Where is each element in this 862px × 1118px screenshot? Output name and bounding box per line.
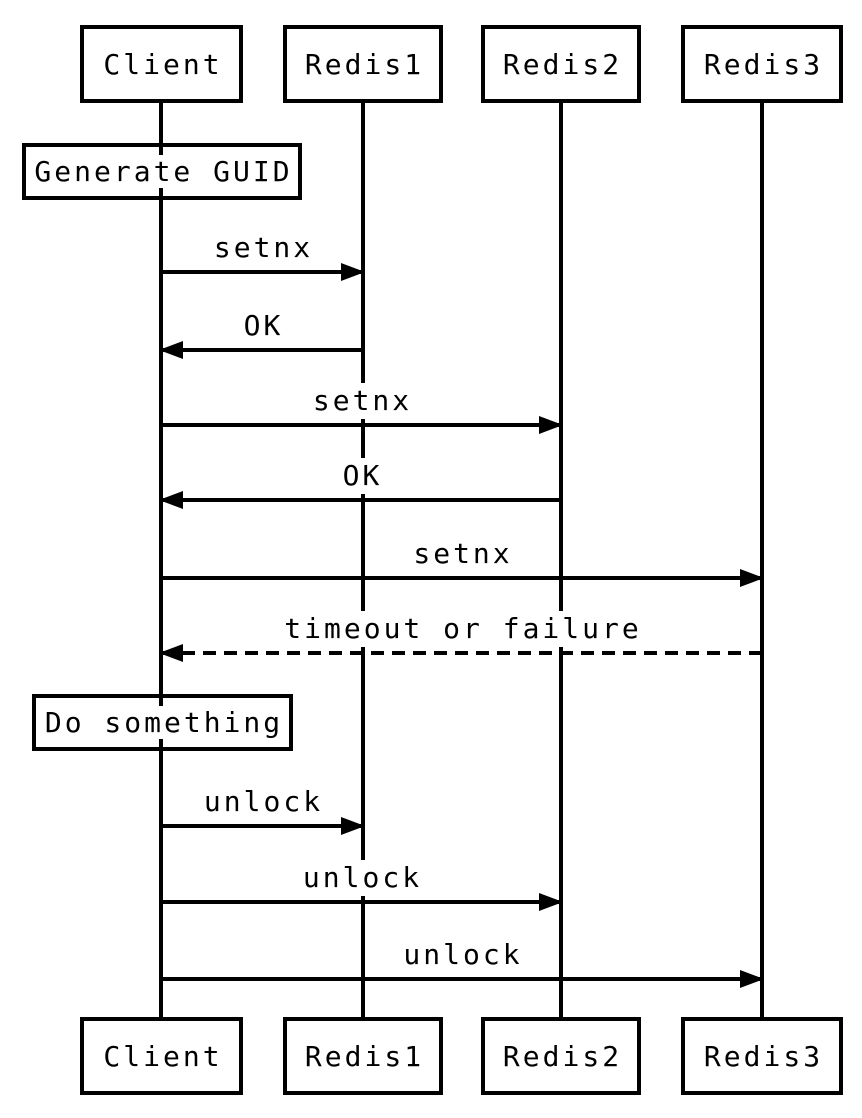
message-label: unlock [392, 937, 531, 973]
arrowhead-left-icon [159, 491, 183, 509]
message-label: timeout or failure [273, 611, 650, 647]
message-ok-redis2: OK [159, 458, 561, 509]
message-label: setnx [202, 230, 322, 266]
message-setnx-redis2: setnx [161, 383, 563, 434]
message-label: setnx [402, 536, 521, 572]
arrowhead-right-icon [341, 817, 365, 835]
actor-box-redis3-bottom: Redis3 [681, 1017, 843, 1095]
lifeline-redis3 [760, 103, 764, 1017]
arrow-line [161, 498, 561, 502]
note-text: Generate GUID [29, 155, 295, 188]
arrow-line [161, 824, 363, 828]
actor-box-redis2-top: Redis2 [481, 25, 641, 103]
message-label: OK [232, 308, 292, 344]
message-ok-redis1: OK [159, 308, 363, 359]
actor-box-redis1-bottom: Redis1 [283, 1017, 443, 1095]
arrowhead-right-icon [740, 569, 764, 587]
actor-box-redis1-top: Redis1 [283, 25, 443, 103]
message-setnx-redis1: setnx [161, 230, 365, 281]
arrowhead-right-icon [341, 263, 365, 281]
actor-box-client-top: Client [80, 25, 243, 103]
lifeline-client [159, 103, 163, 1017]
message-timeout-or-failure: timeout or failure [159, 611, 762, 662]
arrowhead-right-icon [740, 970, 764, 988]
arrow-line-dashed [161, 651, 762, 655]
message-setnx-redis3: setnx [161, 536, 764, 587]
lifeline-redis2 [559, 103, 563, 1017]
actor-box-redis3-top: Redis3 [681, 25, 843, 103]
arrow-line [161, 423, 561, 427]
arrowhead-left-icon [159, 644, 183, 662]
arrow-line [161, 900, 561, 904]
arrowhead-left-icon [159, 341, 183, 359]
arrowhead-right-icon [539, 416, 563, 434]
message-label: setnx [301, 383, 421, 419]
note-label-generate-guid: Generate GUID [22, 143, 302, 200]
note-text: Do something [39, 706, 286, 739]
arrow-line [161, 348, 363, 352]
message-unlock-redis2: unlock [161, 860, 563, 911]
message-label: OK [331, 458, 391, 494]
arrow-line [161, 977, 762, 981]
actor-box-redis2-bottom: Redis2 [481, 1017, 641, 1095]
message-label: unlock [291, 860, 431, 896]
message-label: unlock [192, 784, 332, 820]
arrowhead-right-icon [539, 893, 563, 911]
arrow-line [161, 576, 762, 580]
arrow-line [161, 270, 363, 274]
actor-box-client-bottom: Client [80, 1017, 243, 1095]
message-unlock-redis3: unlock [161, 937, 764, 988]
message-unlock-redis1: unlock [161, 784, 365, 835]
lifeline-redis1 [361, 103, 365, 1017]
note-label-do-something: Do something [32, 694, 293, 751]
